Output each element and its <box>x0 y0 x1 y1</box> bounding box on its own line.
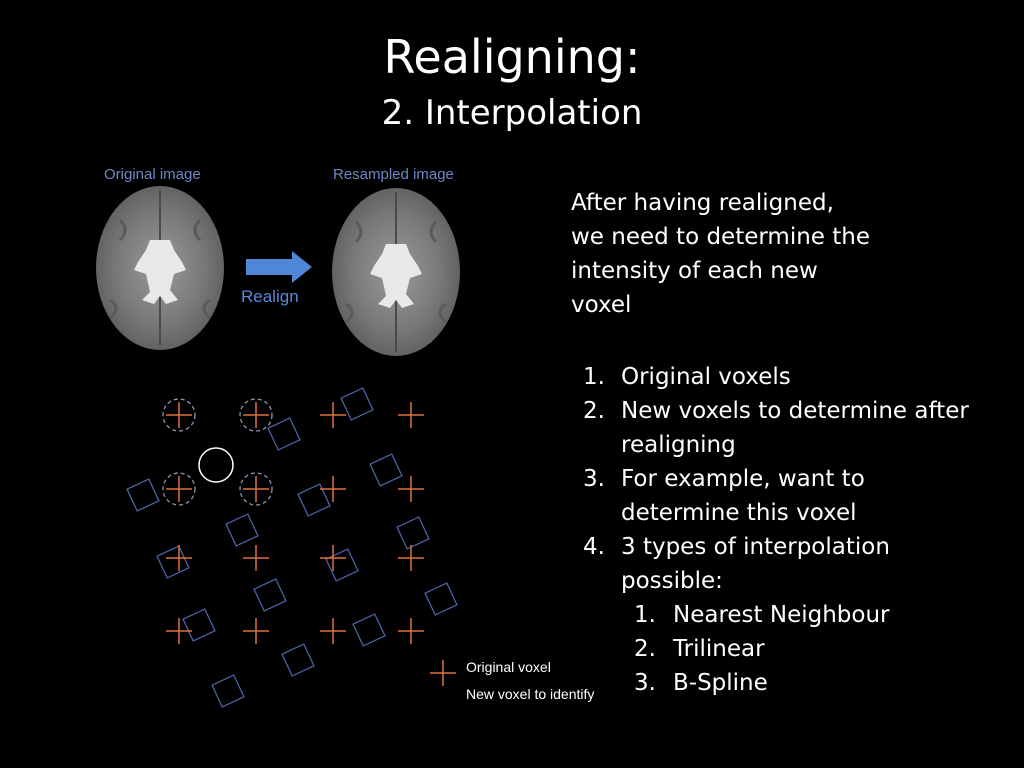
original-voxel <box>320 618 346 644</box>
new-voxel-grid <box>126 387 458 708</box>
original-voxel <box>320 545 346 571</box>
original-voxel <box>166 545 192 571</box>
new-voxel <box>126 478 160 512</box>
list-item-number: 3. <box>583 466 605 492</box>
new-voxel <box>182 608 216 642</box>
realign-label: Realign <box>241 287 299 306</box>
original-voxel <box>243 476 269 502</box>
new-voxel <box>340 387 374 421</box>
original-voxel-grid <box>166 402 424 644</box>
new-voxel <box>225 513 259 547</box>
list-item-number: 4. <box>583 534 605 560</box>
slide-subtitle: 2. Interpolation <box>381 93 643 133</box>
list-item-number: 1. <box>583 364 605 390</box>
new-voxel <box>253 578 287 612</box>
list-item-number: 2. <box>583 398 605 424</box>
realign-arrow <box>246 251 312 283</box>
neighbour-circle <box>239 398 273 432</box>
resampled-image-caption: Resampled image <box>333 166 454 183</box>
sub-list-item: 2. Trilinear <box>571 632 1021 666</box>
sub-list-item-label: B-Spline <box>673 670 768 696</box>
original-voxel <box>398 618 424 644</box>
sub-list-item-number: 1. <box>634 602 656 628</box>
new-voxel <box>267 417 301 451</box>
list-item-line: determine this voxel <box>621 500 857 526</box>
resampled-brain-image <box>332 188 460 356</box>
list-item: 2. New voxels to determine after realign… <box>571 394 1021 462</box>
intro-line: voxel <box>571 292 632 318</box>
list-item: 4. 3 types of interpolation possible: <box>571 530 1021 598</box>
sub-list-item-label: Nearest Neighbour <box>673 602 890 628</box>
sub-list-item: 3. B-Spline <box>571 666 1021 700</box>
neighbour-highlight-circles <box>162 398 273 506</box>
original-voxel <box>320 476 346 502</box>
legend-new-voxel-label: New voxel to identify <box>466 686 595 702</box>
new-voxel <box>424 582 458 616</box>
new-voxel <box>325 548 359 582</box>
new-voxel <box>281 643 315 677</box>
original-voxel <box>398 545 424 571</box>
new-voxel <box>352 613 386 647</box>
original-voxel <box>398 476 424 502</box>
sub-list-item-number: 2. <box>634 636 656 662</box>
original-voxel <box>398 402 424 428</box>
slide-title: Realigning: <box>383 30 641 84</box>
intro-paragraph: After having realigned, we need to deter… <box>571 186 911 322</box>
legend-original-voxel-symbol <box>430 660 456 686</box>
list-item-line: possible: <box>621 568 723 594</box>
list-item: 1. Original voxels <box>571 360 1021 394</box>
original-voxel <box>320 402 346 428</box>
original-voxel <box>243 402 269 428</box>
legend-original-voxel-label: Original voxel <box>466 659 551 675</box>
target-voxel-circle <box>198 447 234 483</box>
original-voxel <box>166 402 192 428</box>
original-brain-image <box>96 186 224 350</box>
list-item: 3. For example, want to determine this v… <box>571 462 1021 530</box>
neighbour-circle <box>162 472 196 506</box>
list-item-line: For example, want to <box>621 466 865 492</box>
original-voxel <box>243 545 269 571</box>
original-image-caption: Original image <box>104 166 201 183</box>
sub-list-item: 1. Nearest Neighbour <box>571 598 1021 632</box>
list-item-line: 3 types of interpolation <box>621 534 890 560</box>
original-voxel <box>166 618 192 644</box>
new-voxel <box>156 545 190 579</box>
new-voxel <box>396 516 430 550</box>
intro-line: intensity of each new <box>571 258 818 284</box>
list-item-line: Original voxels <box>621 364 791 390</box>
list-item-line: realigning <box>621 432 736 458</box>
numbered-list: 1. Original voxels 2. New voxels to dete… <box>571 360 1021 700</box>
new-voxel <box>211 674 245 708</box>
intro-line: After having realigned, <box>571 190 834 216</box>
original-voxel <box>243 618 269 644</box>
list-item-line: New voxels to determine after <box>621 398 969 424</box>
new-voxel <box>369 453 403 487</box>
original-voxel <box>166 476 192 502</box>
sub-list-item-label: Trilinear <box>673 636 765 662</box>
neighbour-circle <box>239 472 273 506</box>
intro-line: we need to determine the <box>571 224 871 250</box>
new-voxel <box>297 483 331 517</box>
neighbour-circle <box>162 398 196 432</box>
sub-list-item-number: 3. <box>634 670 656 696</box>
